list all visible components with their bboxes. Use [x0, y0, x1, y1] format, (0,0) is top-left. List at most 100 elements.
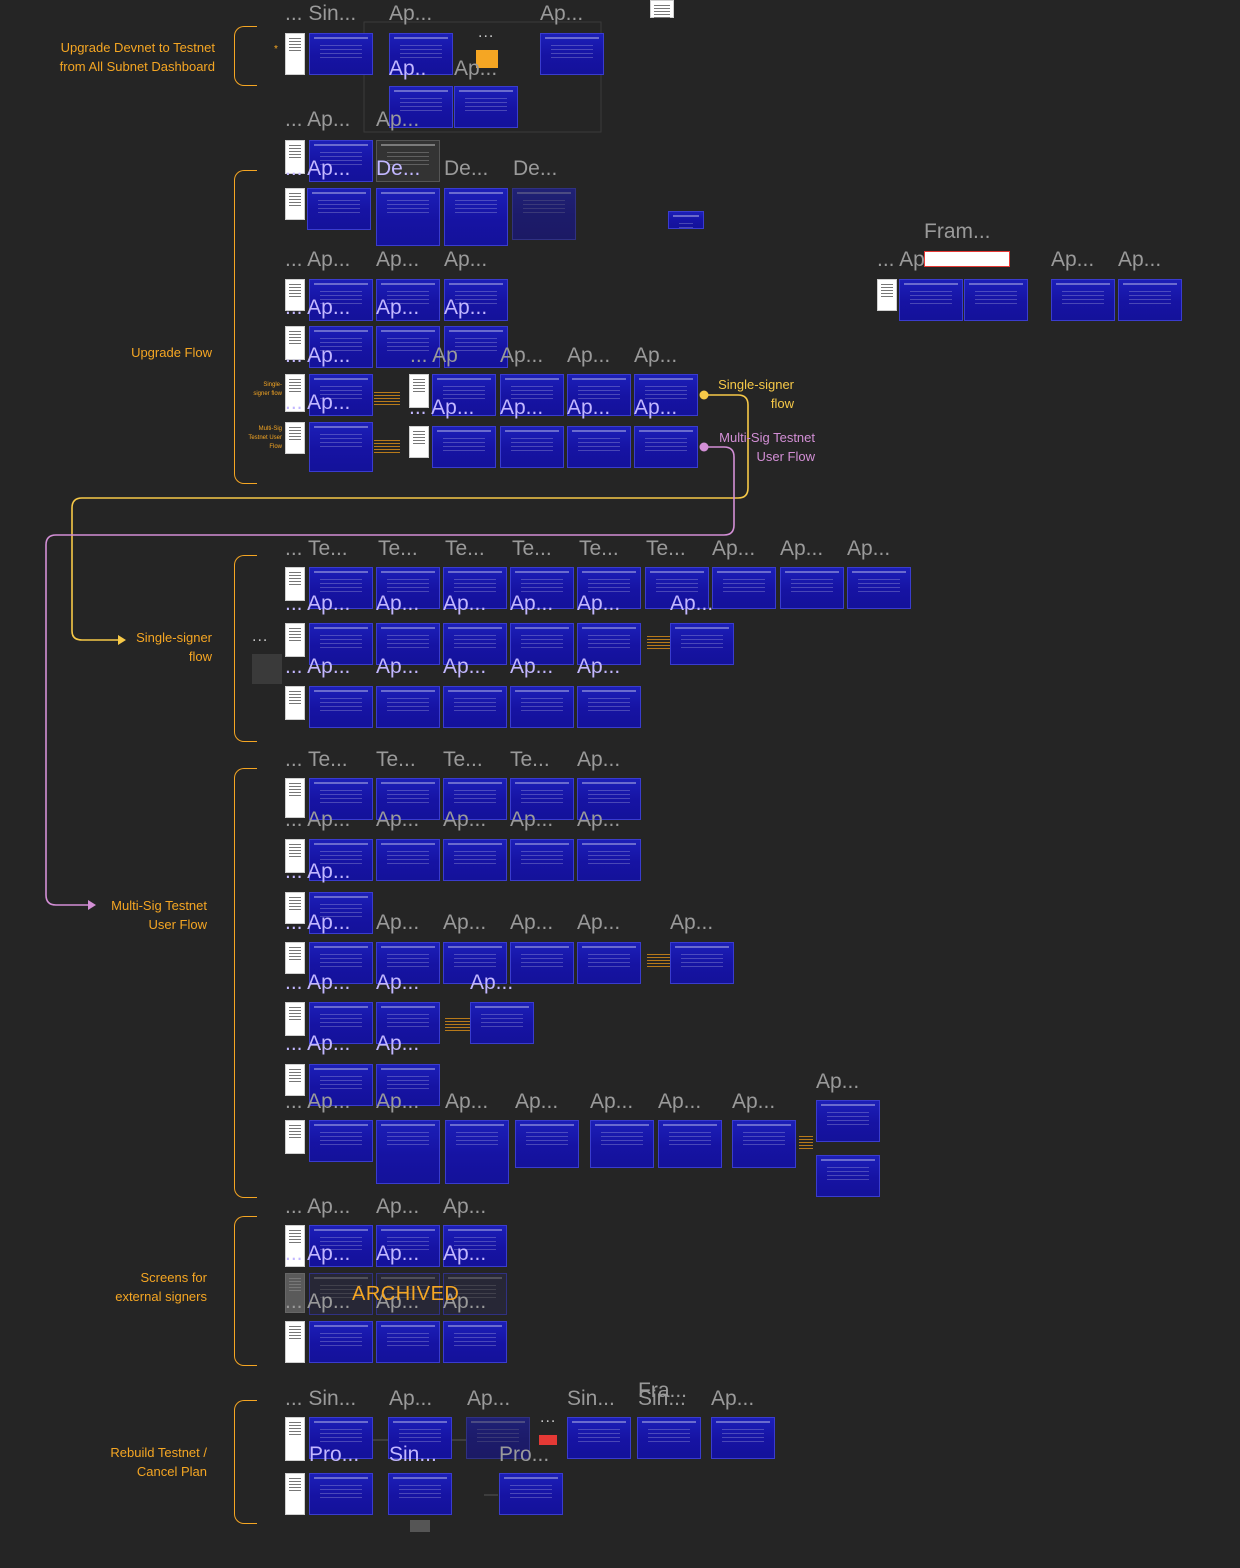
screen-frame[interactable]	[670, 623, 734, 665]
doc-frame[interactable]	[285, 1473, 305, 1515]
doc-frame[interactable]	[285, 1064, 305, 1096]
screen-frame[interactable]	[470, 1002, 534, 1044]
doc-frame[interactable]	[285, 1225, 305, 1267]
screen-frame[interactable]	[376, 1002, 440, 1044]
screen-frame[interactable]	[309, 422, 373, 472]
doc-frame[interactable]	[285, 33, 305, 75]
doc-frame[interactable]	[285, 567, 305, 601]
screen-frame[interactable]	[443, 839, 507, 881]
screen-frame[interactable]	[309, 374, 373, 416]
doc-frame[interactable]	[409, 426, 429, 458]
screen-frame[interactable]	[376, 567, 440, 609]
screen-frame[interactable]	[499, 1473, 563, 1515]
screen-frame[interactable]	[500, 426, 564, 468]
doc-frame[interactable]	[285, 1002, 305, 1036]
screen-frame[interactable]	[510, 839, 574, 881]
screen-frame[interactable]	[376, 1225, 440, 1267]
screen-frame[interactable]	[309, 1417, 373, 1459]
screen-frame[interactable]	[443, 686, 507, 728]
screen-frame[interactable]	[432, 374, 496, 416]
screen-frame[interactable]	[577, 778, 641, 820]
screen-frame[interactable]	[443, 1273, 507, 1315]
screen-frame[interactable]	[309, 33, 373, 75]
more-icon[interactable]: ...	[540, 1409, 557, 1426]
screen-frame[interactable]	[964, 279, 1028, 321]
screen-frame[interactable]	[510, 942, 574, 984]
doc-frame[interactable]	[409, 374, 429, 408]
screen-frame[interactable]	[309, 1225, 373, 1267]
screen-frame[interactable]	[309, 1273, 373, 1315]
screen-frame[interactable]	[388, 1473, 452, 1515]
doc-frame[interactable]	[285, 623, 305, 657]
doc-frame[interactable]	[285, 1417, 305, 1461]
screen-frame[interactable]	[577, 567, 641, 609]
screen-frame[interactable]	[445, 1120, 509, 1184]
doc-frame[interactable]	[877, 279, 897, 311]
doc-frame[interactable]	[285, 942, 305, 974]
screen-frame[interactable]	[816, 1155, 880, 1197]
doc-frame[interactable]	[285, 892, 305, 924]
screen-frame[interactable]	[376, 839, 440, 881]
screen-frame[interactable]	[309, 1473, 373, 1515]
screen-frame[interactable]	[443, 778, 507, 820]
screen-frame[interactable]	[500, 374, 564, 416]
screen-frame[interactable]	[780, 567, 844, 609]
doc-frame[interactable]	[285, 1120, 305, 1154]
screen-frame[interactable]	[376, 942, 440, 984]
screen-frame[interactable]	[577, 623, 641, 665]
screen-frame[interactable]	[309, 942, 373, 984]
screen-frame[interactable]	[444, 188, 508, 246]
dark-thumbnail[interactable]	[252, 654, 282, 684]
screen-frame[interactable]	[376, 686, 440, 728]
red-comment-box[interactable]	[924, 251, 1010, 267]
screen-frame[interactable]	[309, 1002, 373, 1044]
doc-frame[interactable]	[285, 188, 305, 220]
screen-frame[interactable]	[376, 778, 440, 820]
screen-frame[interactable]	[577, 839, 641, 881]
screen-frame[interactable]	[847, 567, 911, 609]
screen-frame[interactable]	[443, 942, 507, 984]
screen-frame[interactable]	[668, 211, 704, 229]
screen-frame[interactable]	[309, 778, 373, 820]
screen-frame[interactable]	[309, 567, 373, 609]
screen-frame[interactable]	[309, 1064, 373, 1106]
screen-frame[interactable]	[567, 1417, 631, 1459]
screen-frame[interactable]	[432, 426, 496, 468]
small-frame[interactable]	[410, 1520, 430, 1532]
screen-frame[interactable]	[899, 279, 963, 321]
screen-frame[interactable]	[567, 374, 631, 416]
screen-frame[interactable]	[309, 1120, 373, 1162]
screen-frame[interactable]	[510, 567, 574, 609]
screen-frame[interactable]	[389, 86, 453, 128]
screen-frame[interactable]	[444, 326, 508, 368]
more-icon[interactable]: ...	[252, 628, 269, 645]
screen-frame[interactable]	[443, 1321, 507, 1363]
doc-frame[interactable]	[285, 686, 305, 720]
screen-frame[interactable]	[389, 33, 453, 75]
screen-frame[interactable]	[577, 942, 641, 984]
screen-frame[interactable]	[309, 623, 373, 665]
screen-frame[interactable]	[540, 33, 604, 75]
doc-frame[interactable]	[285, 326, 305, 360]
screen-frame[interactable]	[454, 86, 518, 128]
doc-frame[interactable]	[285, 374, 305, 412]
screen-frame[interactable]	[443, 1225, 507, 1267]
screen-frame[interactable]	[309, 686, 373, 728]
screen-frame[interactable]	[732, 1120, 796, 1168]
screen-frame[interactable]	[376, 623, 440, 665]
screen-frame[interactable]	[444, 279, 508, 321]
screen-frame[interactable]	[309, 326, 373, 368]
screen-frame[interactable]	[376, 1321, 440, 1363]
screen-frame[interactable]	[567, 426, 631, 468]
screen-frame[interactable]	[577, 686, 641, 728]
doc-frame[interactable]	[285, 140, 305, 174]
screen-frame[interactable]	[376, 1064, 440, 1106]
screen-frame[interactable]	[658, 1120, 722, 1168]
screen-frame[interactable]	[466, 1417, 530, 1459]
screen-frame[interactable]	[816, 1100, 880, 1142]
screen-frame[interactable]	[309, 1321, 373, 1363]
screen-frame[interactable]	[1051, 279, 1115, 321]
screen-frame[interactable]	[376, 1120, 440, 1184]
screen-frame[interactable]	[388, 1417, 452, 1459]
